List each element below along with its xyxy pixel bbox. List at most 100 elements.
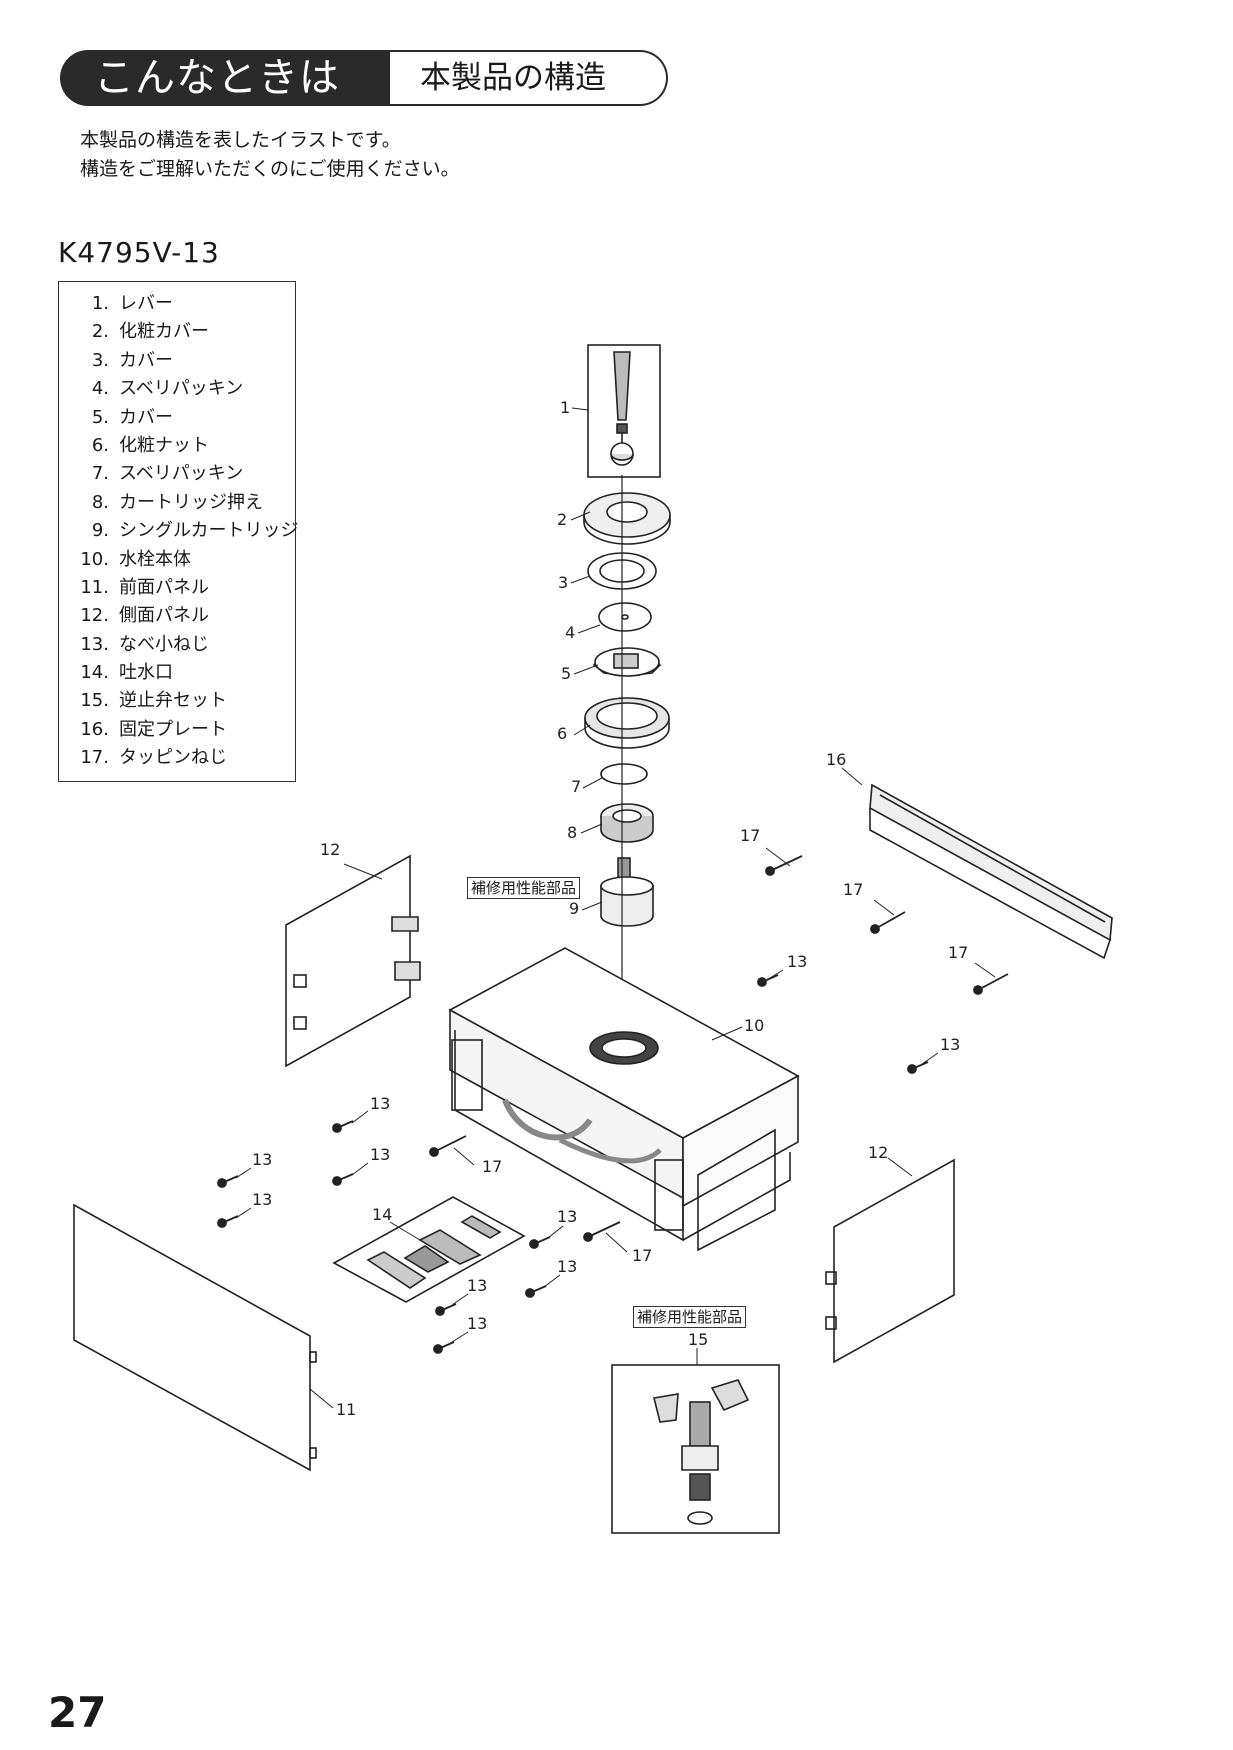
- callout-13-d: 13: [370, 1145, 391, 1164]
- callout-17-e: 17: [632, 1246, 653, 1265]
- callout-9: 9: [569, 899, 580, 918]
- parts-list-item: 3. カバー: [59, 347, 295, 375]
- callout-2: 2: [557, 510, 568, 529]
- part-name: 逆止弁セット: [119, 690, 227, 712]
- callout-17-a: 17: [740, 826, 761, 845]
- part-name: 水栓本体: [119, 548, 191, 570]
- parts-list-item: 13. なべ小ねじ: [59, 631, 295, 659]
- part-number: 7.: [91, 463, 109, 485]
- callout-13-h: 13: [557, 1257, 578, 1276]
- part-number: 4.: [91, 378, 109, 400]
- part-number: 12.: [80, 605, 109, 627]
- part-name: 吐水口: [119, 662, 173, 684]
- part-name: 前面パネル: [119, 576, 209, 598]
- check-valve-part: [653, 1379, 750, 1525]
- parts-list-item: 6.化粧ナット: [59, 432, 295, 460]
- part-number: 3.: [91, 349, 109, 371]
- callout-14: 14: [372, 1205, 393, 1224]
- callout-17-d: 17: [482, 1157, 503, 1176]
- parts-list-item: 1. レバー: [59, 290, 295, 318]
- callout-4: 4: [565, 623, 576, 642]
- part-number: 11.: [80, 576, 109, 598]
- model-number: K4795V-13: [58, 236, 220, 269]
- callout-7: 7: [571, 777, 582, 796]
- part-name: スベリパッキン: [119, 378, 244, 400]
- decorative-nut-part: [584, 697, 670, 749]
- intro-text: 本製品の構造を表したイラストです。 構造をご理解いただくのにご使用ください。: [80, 126, 460, 184]
- parts-list-item: 8. カートリッジ押え: [59, 489, 295, 517]
- cartridge-retainer-part: [600, 803, 654, 843]
- part-number: 6.: [91, 434, 109, 456]
- part-number: 16.: [80, 718, 109, 740]
- parts-list-item: 10. 水栓本体: [59, 546, 295, 574]
- part-number: 15.: [80, 690, 109, 712]
- callout-13-g: 13: [557, 1207, 578, 1226]
- parts-list-item: 4. スベリパッキン: [59, 375, 295, 403]
- part-number: 14.: [80, 662, 109, 684]
- parts-list-item: 15. 逆止弁セット: [59, 687, 295, 715]
- faucet-body-part: [448, 947, 800, 1252]
- leader-lines: [235, 407, 996, 1409]
- decorative-cover-part: [583, 492, 671, 545]
- callout-13-i: 13: [467, 1276, 488, 1295]
- part-name: カートリッジ押え: [119, 491, 263, 513]
- callout-10: 10: [744, 1016, 765, 1035]
- cover-part-2: [592, 647, 661, 677]
- part-number: 13.: [80, 633, 109, 655]
- parts-list-item: 11. 前面パネル: [59, 574, 295, 602]
- part-name: 化粧カバー: [119, 321, 209, 343]
- part-number: 5.: [91, 406, 109, 428]
- part-name: レバー: [119, 293, 173, 314]
- callout-13-b: 13: [940, 1035, 961, 1054]
- repair-part-tag-15: 補修用性能部品: [633, 1306, 747, 1328]
- section-header: こんなときは 本製品の構造: [60, 50, 668, 106]
- callout-1: 1: [560, 398, 571, 417]
- slide-packing-part-2: [600, 763, 648, 785]
- callout-16: 16: [826, 750, 847, 769]
- part-number: 8.: [91, 491, 109, 513]
- part-number: 1.: [91, 293, 109, 314]
- slide-packing-part: [598, 602, 652, 632]
- parts-list-item: 5. カバー: [59, 404, 295, 432]
- side-panel-left: [285, 854, 421, 1068]
- part-name: タッピンねじ: [119, 747, 227, 769]
- intro-line-2: 構造をご理解いただくのにご使用ください。: [80, 158, 460, 180]
- callout-13-c: 13: [370, 1094, 391, 1113]
- part-number: 17.: [80, 747, 109, 769]
- callout-5: 5: [561, 664, 572, 683]
- callout-13-e: 13: [252, 1150, 273, 1169]
- part-name: スベリパッキン: [119, 463, 244, 485]
- part-name: なべ小ねじ: [119, 633, 209, 655]
- section-subtitle: 本製品の構造: [390, 50, 668, 106]
- intro-line-1: 本製品の構造を表したイラストです。: [80, 129, 401, 151]
- parts-list-item: 9.シングルカートリッジ: [59, 517, 299, 545]
- tapping-screw-icons: [429, 855, 1009, 1242]
- part-name: カバー: [119, 349, 173, 371]
- front-panel-part: [73, 1203, 317, 1472]
- callout-8: 8: [567, 823, 578, 842]
- parts-list-item: 12.側面パネル: [59, 602, 295, 630]
- parts-list-item: 16. 固定プレート: [59, 716, 295, 744]
- lever-frame: [587, 344, 661, 478]
- repair-part-tag-9: 補修用性能部品: [467, 877, 581, 899]
- parts-list-item: 7. スベリパッキン: [59, 460, 295, 488]
- part-name: カバー: [119, 406, 173, 428]
- page-number: 27: [48, 1688, 107, 1737]
- part-name: シングルカートリッジ: [119, 520, 299, 542]
- callout-13-f: 13: [252, 1190, 273, 1209]
- callout-17-c: 17: [948, 943, 969, 962]
- callout-11: 11: [336, 1400, 357, 1419]
- part-number: 10.: [80, 548, 109, 570]
- side-panel-right: [825, 1158, 955, 1364]
- callout-13-a: 13: [787, 952, 808, 971]
- part-number: 2.: [91, 321, 109, 343]
- callout-12-left: 12: [320, 840, 341, 859]
- lever-part: [610, 351, 634, 466]
- callout-6: 6: [557, 724, 568, 743]
- section-title: こんなときは: [60, 50, 390, 106]
- part-name: 固定プレート: [119, 718, 227, 740]
- cover-part: [587, 552, 657, 590]
- fixing-plate-part: [869, 783, 1113, 960]
- callout-13-j: 13: [467, 1314, 488, 1333]
